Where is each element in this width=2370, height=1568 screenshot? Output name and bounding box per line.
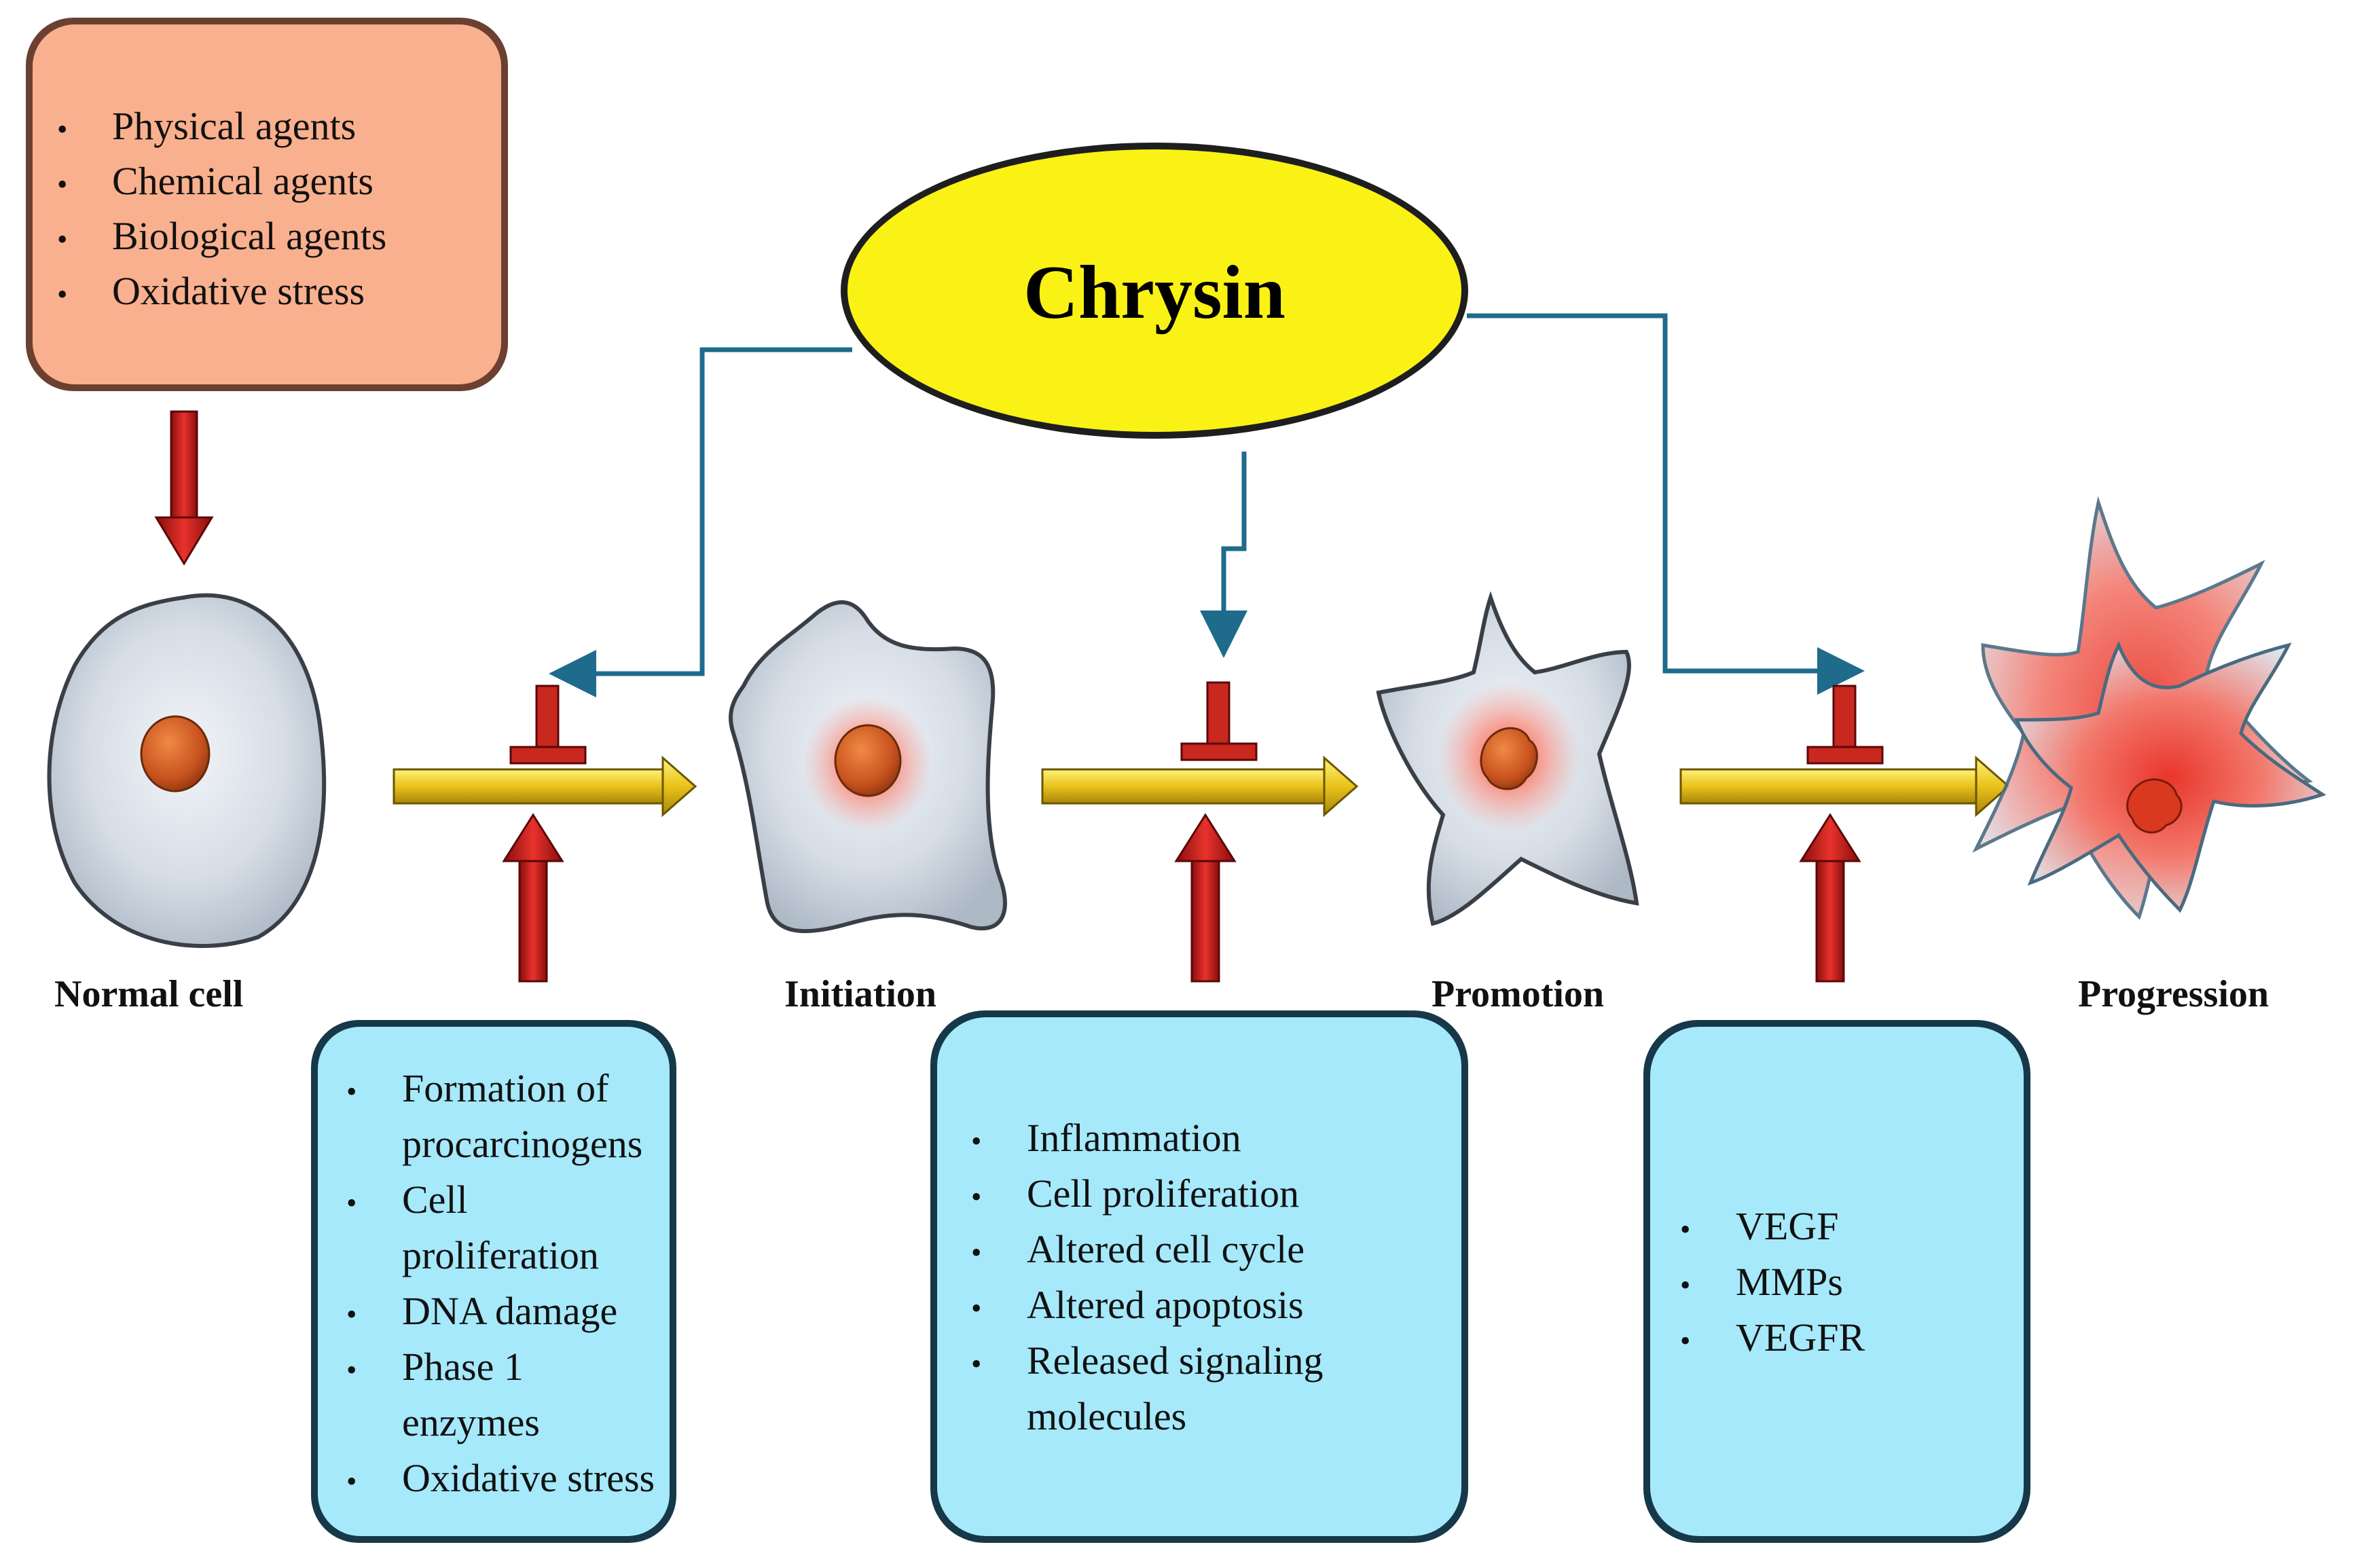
connector-to-initiation xyxy=(549,347,852,697)
chrysin-connectors xyxy=(549,313,1865,697)
inhibitor-promotion xyxy=(1180,681,1258,761)
progression-factor-item: VEGF xyxy=(1736,1204,1838,1248)
progression-factor-bullet: • xyxy=(1680,1213,1690,1246)
promotion-factors-box: • Inflammation • Cell proliferation • Altered… xyxy=(930,1010,1468,1543)
promotion-factor-item: Inflammation xyxy=(1027,1116,1241,1160)
promotion-factor-bullet: • xyxy=(971,1180,981,1214)
risk-factor-bullet: • xyxy=(57,223,67,256)
factor-arrow-initiation xyxy=(502,813,564,983)
stage-label-promotion: Promotion xyxy=(1432,973,1604,1015)
connector-to-promotion xyxy=(1200,452,1247,658)
factor-arrow-promotion xyxy=(1174,813,1237,983)
risk-factor-bullet: • xyxy=(57,278,67,311)
risk-factor-item: Chemical agents xyxy=(112,159,373,203)
normal-cell-illustration xyxy=(47,593,327,948)
promotion-factor-bullet: • xyxy=(971,1125,981,1158)
connector-to-progression xyxy=(1467,313,1865,695)
promotion-factor-item: Altered cell cycle xyxy=(1027,1227,1305,1271)
transition-normal-initiation xyxy=(393,685,697,983)
initiation-factor-bullet: • xyxy=(346,1465,357,1498)
initiation-factor-item: Oxidative stress xyxy=(402,1456,655,1500)
factor-arrow-progression xyxy=(1799,813,1861,983)
risk-factor-item: Physical agents xyxy=(112,104,356,148)
promotion-factor-bullet: • xyxy=(971,1292,981,1325)
promotion-cell-illustration xyxy=(1376,591,1639,926)
transition-promotion-progression xyxy=(1679,685,2011,983)
initiation-factors-box: • Formation of procarcinogens • Cell prolifer… xyxy=(311,1020,676,1543)
inhibitor-initiation xyxy=(509,685,587,765)
transition-initiation-promotion xyxy=(1041,681,1359,983)
initiation-cell-illustration xyxy=(729,600,1007,934)
progression-factors-box: • VEGF • MMPs • VEGFR xyxy=(1643,1020,2030,1543)
progression-factor-bullet: • xyxy=(1680,1269,1690,1302)
progression-cells-illustration xyxy=(1972,496,2327,920)
progression-factor-item: MMPs xyxy=(1736,1260,1843,1304)
initiation-factor-bullet: • xyxy=(346,1353,357,1387)
chrysin-node: Chrysin xyxy=(841,143,1468,439)
promotion-factor-bullet: • xyxy=(971,1347,981,1381)
initiation-factor-item: enzymes xyxy=(402,1400,540,1444)
initiation-factor-bullet: • xyxy=(346,1075,357,1108)
progression-factor-item: VEGFR xyxy=(1736,1315,1865,1360)
promotion-factor-item: Released signaling xyxy=(1027,1338,1324,1383)
risk-factor-bullet: • xyxy=(57,113,67,146)
risk-factors-box: • Physical agents • Chemical agents • Biologi… xyxy=(26,18,508,391)
promotion-factor-item: molecules xyxy=(1027,1394,1186,1438)
risk-factor-item: Oxidative stress xyxy=(112,269,365,313)
promotion-factor-item: Cell proliferation xyxy=(1027,1171,1299,1216)
initiation-factor-bullet: • xyxy=(346,1186,357,1220)
promotion-factor-item: Altered apoptosis xyxy=(1027,1283,1304,1327)
stage-label-normal: Normal cell xyxy=(54,973,243,1015)
initiation-factor-item: proliferation xyxy=(402,1233,599,1277)
risk-factor-item: Biological agents xyxy=(112,214,386,258)
progression-factor-bullet: • xyxy=(1680,1324,1690,1357)
initiation-factor-item: Cell xyxy=(402,1178,468,1222)
initiation-factor-item: procarcinogens xyxy=(402,1122,642,1166)
initiation-factor-bullet: • xyxy=(346,1298,357,1331)
initiation-factor-item: DNA damage xyxy=(402,1289,617,1333)
initiation-factor-item: Formation of xyxy=(402,1066,609,1110)
promotion-factor-bullet: • xyxy=(971,1236,981,1269)
risk-factor-bullet: • xyxy=(57,168,67,201)
chrysin-label: Chrysin xyxy=(1023,251,1286,335)
stage-label-progression: Progression xyxy=(2078,973,2269,1015)
initiation-factor-item: Phase 1 xyxy=(402,1345,524,1389)
stage-label-initiation: Initiation xyxy=(784,973,936,1015)
risk-to-normal-arrow xyxy=(154,410,214,566)
inhibitor-progression xyxy=(1806,685,1884,765)
